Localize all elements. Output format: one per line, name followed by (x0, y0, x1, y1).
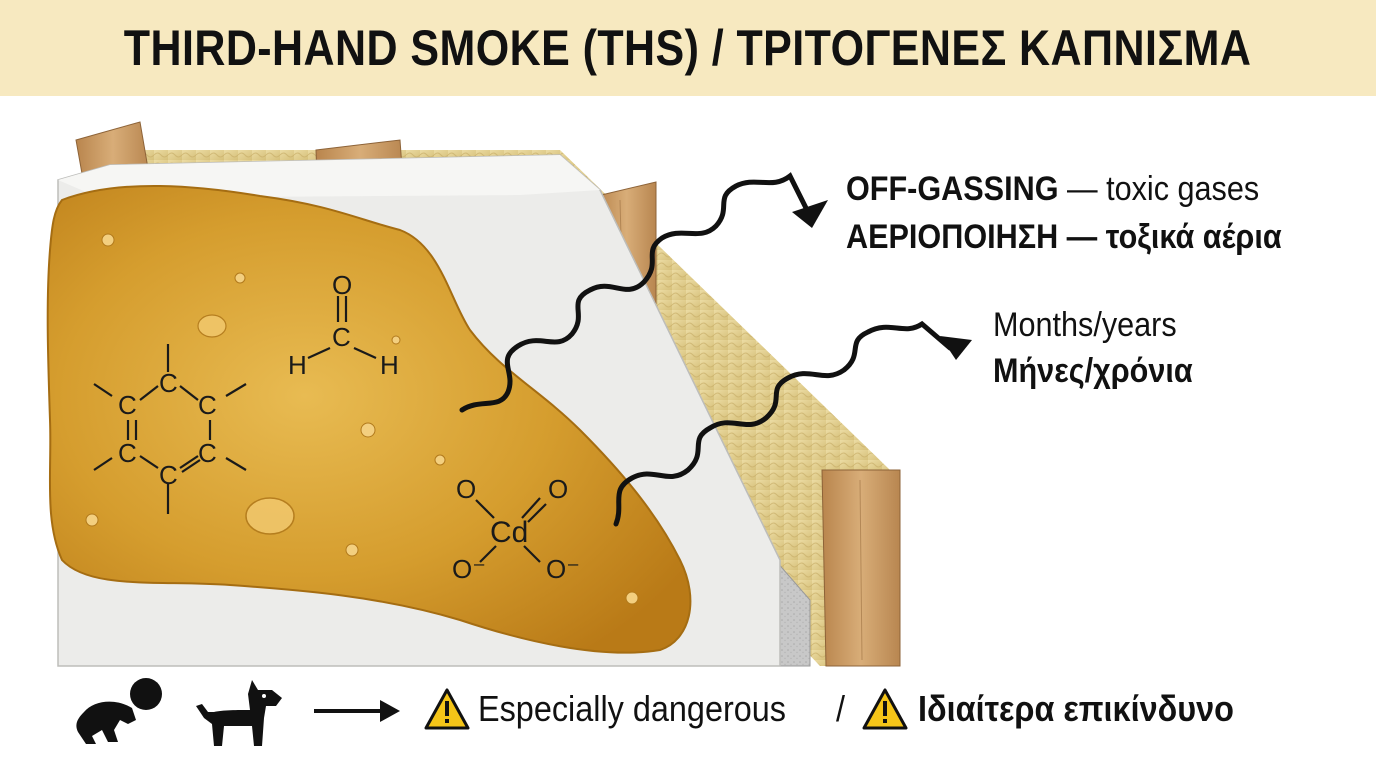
formaldehyde-molecule: O C H H (288, 270, 399, 380)
arrow-head-icon (940, 336, 972, 360)
arrow-head-icon (792, 200, 828, 228)
warning-triangle-icon (862, 688, 908, 730)
crawling-baby-icon (76, 678, 162, 744)
atom-c: C (198, 438, 217, 468)
atom-c: C (159, 460, 178, 490)
nicotine-residue (46, 184, 692, 654)
atom-c: C (118, 390, 137, 420)
warning-text-en: Especially dangerous (478, 688, 786, 729)
arrow-right-icon (314, 700, 400, 722)
atom-c: C (198, 390, 217, 420)
duration-label-en: Months/years (993, 306, 1177, 344)
title-bar: THIRD-HAND SMOKE (THS) / ΤΡΙΤΟΓΕΝΕΣ ΚΑΠΝ… (0, 0, 1376, 96)
warning-triangle-icon (424, 688, 470, 730)
offgassing-arrow-upper (459, 172, 828, 413)
atom-o: O (332, 270, 352, 300)
atom-h: H (288, 350, 307, 380)
atom-c: C (332, 322, 351, 352)
atom-o: O (456, 474, 476, 504)
warning-row: Especially dangerous / Ιδιαίτερα επικίνδ… (0, 676, 1376, 746)
dog-icon (196, 680, 282, 746)
atom-h: H (380, 350, 399, 380)
warning-separator: / (836, 688, 846, 729)
offgassing-arrow-lower (613, 320, 972, 527)
warning-text-gr: Ιδιαίτερα επικίνδυνο (918, 688, 1234, 729)
wall-cross-section-diagram: C C C C C C O C H H Cd O O O⁻ O (46, 121, 972, 667)
atom-o-minus: O⁻ (452, 554, 486, 584)
atom-o: O (548, 474, 568, 504)
cadmium-atom: Cd (490, 516, 528, 549)
page-title: THIRD-HAND SMOKE (THS) / ΤΡΙΤΟΓΕΝΕΣ ΚΑΠΝ… (124, 20, 1252, 76)
cadmium-molecule: Cd O O O⁻ O⁻ (452, 474, 580, 584)
atom-c: C (118, 438, 137, 468)
offgassing-label-gr: ΑΕΡΙΟΠΟΙΗΣΗ — τοξικά αέρια (846, 218, 1282, 256)
offgassing-label-en: OFF-GASSING — toxic gases (846, 170, 1260, 208)
benzene-molecule: C C C C C C (93, 344, 247, 514)
atom-c: C (159, 368, 178, 398)
duration-label-gr: Μήνες/χρόνια (993, 352, 1193, 390)
atom-o-minus: O⁻ (546, 554, 580, 584)
